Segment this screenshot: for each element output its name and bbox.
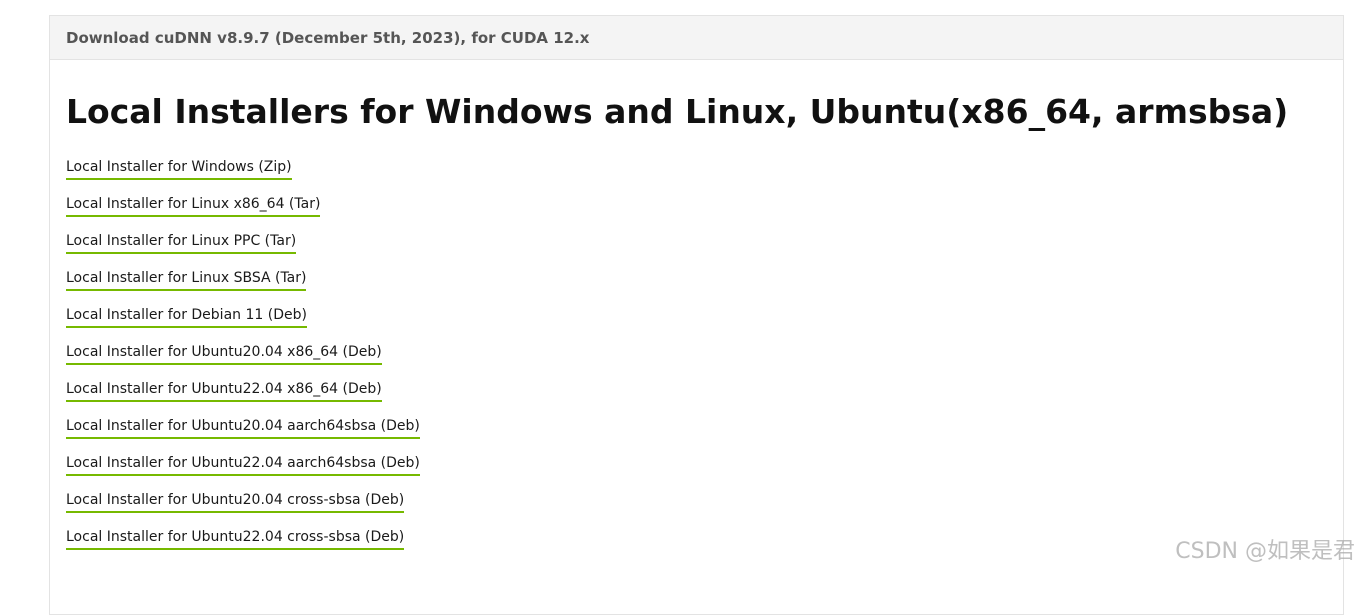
installer-link-ubuntu2004-cross-sbsa-deb[interactable]: Local Installer for Ubuntu20.04 cross-sb…: [66, 491, 404, 513]
list-item: Local Installer for Linux SBSA (Tar): [66, 267, 420, 304]
list-item: Local Installer for Ubuntu20.04 aarch64s…: [66, 415, 420, 452]
panel-header[interactable]: Download cuDNN v8.9.7 (December 5th, 202…: [50, 16, 1343, 60]
installer-link-linux-x86-64-tar[interactable]: Local Installer for Linux x86_64 (Tar): [66, 195, 320, 217]
installer-link-ubuntu2204-cross-sbsa-deb[interactable]: Local Installer for Ubuntu22.04 cross-sb…: [66, 528, 404, 550]
list-item: Local Installer for Ubuntu22.04 aarch64s…: [66, 452, 420, 489]
list-item: Local Installer for Ubuntu22.04 x86_64 (…: [66, 378, 420, 415]
list-item: Local Installer for Linux x86_64 (Tar): [66, 193, 420, 230]
installer-link-ubuntu2004-x86-64-deb[interactable]: Local Installer for Ubuntu20.04 x86_64 (…: [66, 343, 382, 365]
installer-link-linux-sbsa-tar[interactable]: Local Installer for Linux SBSA (Tar): [66, 269, 306, 291]
download-panel: Download cuDNN v8.9.7 (December 5th, 202…: [49, 15, 1344, 615]
installer-link-windows-zip[interactable]: Local Installer for Windows (Zip): [66, 158, 292, 180]
panel-header-title: Download cuDNN v8.9.7 (December 5th, 202…: [66, 29, 589, 47]
installer-link-list: Local Installer for Windows (Zip) Local …: [66, 156, 420, 563]
list-item: Local Installer for Ubuntu20.04 cross-sb…: [66, 489, 420, 526]
list-item: Local Installer for Linux PPC (Tar): [66, 230, 420, 267]
list-item: Local Installer for Windows (Zip): [66, 156, 420, 193]
list-item: Local Installer for Ubuntu22.04 cross-sb…: [66, 526, 420, 563]
installer-link-ubuntu2204-aarch64sbsa-deb[interactable]: Local Installer for Ubuntu22.04 aarch64s…: [66, 454, 420, 476]
installer-link-ubuntu2004-aarch64sbsa-deb[interactable]: Local Installer for Ubuntu20.04 aarch64s…: [66, 417, 420, 439]
installer-link-linux-ppc-tar[interactable]: Local Installer for Linux PPC (Tar): [66, 232, 296, 254]
list-item: Local Installer for Ubuntu20.04 x86_64 (…: [66, 341, 420, 378]
list-item: Local Installer for Debian 11 (Deb): [66, 304, 420, 341]
csdn-watermark: CSDN @如果是君: [1175, 533, 1355, 565]
section-title: Local Installers for Windows and Linux, …: [66, 92, 1288, 131]
installer-link-debian-11-deb[interactable]: Local Installer for Debian 11 (Deb): [66, 306, 307, 328]
installer-link-ubuntu2204-x86-64-deb[interactable]: Local Installer for Ubuntu22.04 x86_64 (…: [66, 380, 382, 402]
